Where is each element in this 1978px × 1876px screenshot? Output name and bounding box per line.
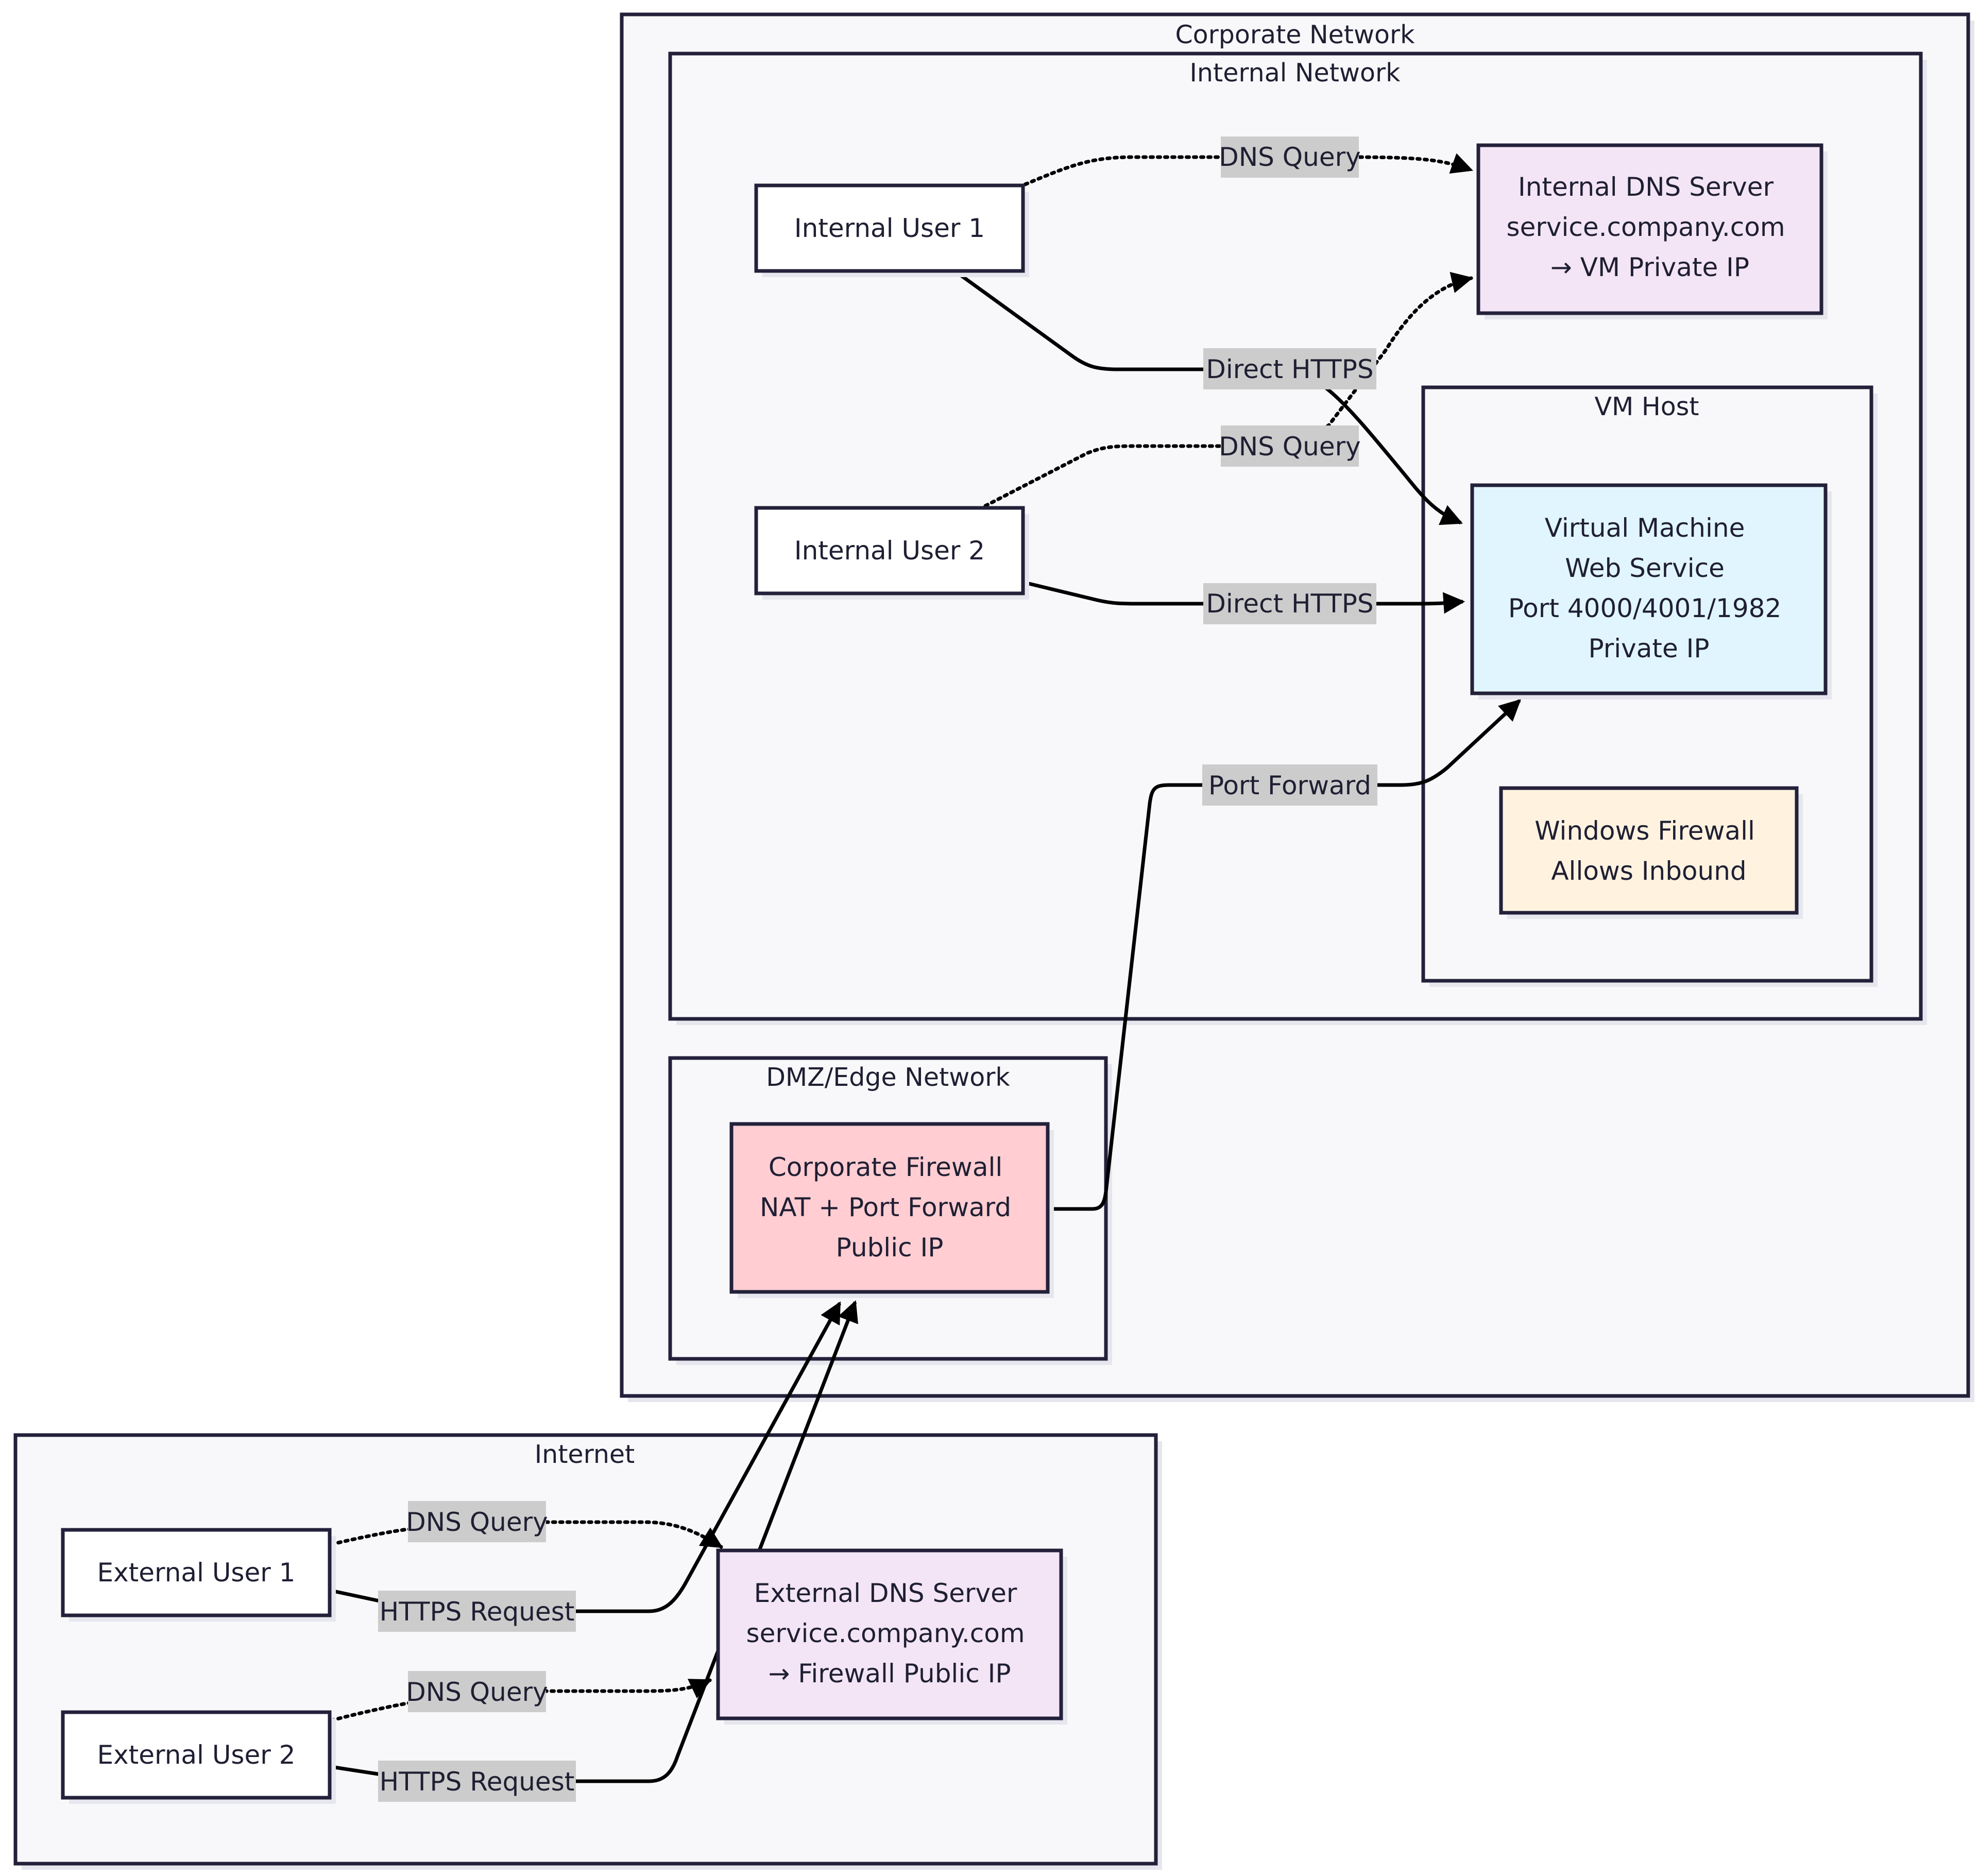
svg-text:External User 1: External User 1 bbox=[97, 1558, 295, 1588]
node-external-user-1[interactable]: External User 1 bbox=[61, 1528, 336, 1622]
edge-internal-user-1-to-internal-dns bbox=[1023, 153, 1473, 186]
node-label-line: External User 1 bbox=[97, 1558, 295, 1588]
svg-text:Virtual Machine Web Serv: Virtual Machine Web Service Port 4000/40… bbox=[1508, 513, 1789, 663]
node-internal-user-2[interactable]: Internal User 2 bbox=[754, 506, 1029, 600]
edge-label-eu1-dns-query: DNS Query bbox=[406, 1501, 548, 1542]
node-label-line: External DNS Server bbox=[754, 1578, 1017, 1608]
node-label-line: Internal User 2 bbox=[794, 536, 985, 566]
node-external-dns-server[interactable]: External DNS Server service.company.com … bbox=[716, 1548, 1067, 1725]
edge-label-iu1-dns-query: DNS Query bbox=[1219, 137, 1361, 178]
svg-text:Windows Firewall Allows: Windows Firewall Allows Inbound bbox=[1534, 816, 1763, 886]
node-label-line: External User 2 bbox=[97, 1740, 295, 1770]
svg-text:Direct HTTPS: Direct HTTPS bbox=[1206, 589, 1373, 619]
cluster-title-corporate-network: Corporate Network bbox=[1175, 20, 1415, 49]
edge-labels: DNS Query Direct HTTPS DNS Query Direct … bbox=[378, 137, 1377, 1802]
svg-text:DNS Query: DNS Query bbox=[406, 1677, 548, 1707]
edge-corporate-firewall-to-virtual-machine bbox=[1048, 699, 1522, 1211]
cluster-title-internal-network: Internal Network bbox=[1189, 58, 1401, 88]
svg-text:External User 2: External User 2 bbox=[97, 1740, 295, 1770]
edge-label-iu2-dns-query: DNS Query bbox=[1219, 425, 1361, 467]
cluster-title-vm-host: VM Host bbox=[1595, 392, 1699, 421]
node-corporate-firewall[interactable]: Corporate Firewall NAT + Port Forward Pu… bbox=[729, 1122, 1054, 1298]
node-windows-firewall[interactable]: Windows Firewall Allows Inbound bbox=[1499, 786, 1803, 919]
node-label-line: Windows Firewall bbox=[1534, 816, 1755, 846]
edge-label-eu1-https-request: HTTPS Request bbox=[378, 1591, 576, 1632]
edge-label-port-forward: Port Forward bbox=[1202, 764, 1377, 806]
edge-internal-user-1-to-virtual-machine bbox=[954, 270, 1463, 525]
svg-text:External DNS Server serv: External DNS Server service.company.com … bbox=[746, 1578, 1033, 1689]
svg-text:Internal User 1: Internal User 1 bbox=[794, 213, 985, 243]
node-label-line: Private IP bbox=[1588, 634, 1709, 663]
node-label-line: Corporate Firewall bbox=[769, 1152, 1002, 1182]
node-label-line: Public IP bbox=[836, 1233, 944, 1263]
edge-label-iu2-direct-https: Direct HTTPS bbox=[1203, 583, 1376, 624]
cluster-title-internet: Internet bbox=[535, 1440, 635, 1469]
node-internal-user-1[interactable]: Internal User 1 bbox=[754, 183, 1029, 277]
node-external-user-2[interactable]: External User 2 bbox=[61, 1710, 336, 1804]
node-virtual-machine[interactable]: Virtual Machine Web Service Port 4000/40… bbox=[1470, 483, 1832, 700]
edge-internal-user-2-to-virtual-machine bbox=[1022, 580, 1465, 614]
node-label-line: Web Service bbox=[1565, 553, 1725, 583]
edge-label-eu2-dns-query: DNS Query bbox=[406, 1671, 548, 1712]
node-label-line: Virtual Machine bbox=[1545, 513, 1745, 543]
svg-text:Internal User 2: Internal User 2 bbox=[794, 536, 985, 566]
svg-text:Internal DNS Server serv: Internal DNS Server service.company.com … bbox=[1507, 172, 1794, 282]
cluster-title-dmz-edge-network: DMZ/Edge Network bbox=[766, 1063, 1010, 1092]
node-label-line: Internal User 1 bbox=[794, 213, 985, 243]
node-label-line: Allows Inbound bbox=[1551, 856, 1746, 886]
svg-text:DNS Query: DNS Query bbox=[1219, 432, 1361, 462]
edge-internal-user-2-to-internal-dns bbox=[983, 271, 1474, 508]
node-label-line: service.company.com bbox=[746, 1618, 1025, 1648]
svg-text:HTTPS Request: HTTPS Request bbox=[380, 1597, 575, 1627]
svg-text:HTTPS Request: HTTPS Request bbox=[380, 1767, 575, 1797]
node-label-line: service.company.com bbox=[1507, 212, 1785, 242]
node-label-line: → VM Private IP bbox=[1550, 252, 1749, 282]
node-label-line: NAT + Port Forward bbox=[760, 1192, 1011, 1222]
node-label-line: → Firewall Public IP bbox=[769, 1659, 1011, 1689]
svg-text:Port Forward: Port Forward bbox=[1208, 771, 1371, 800]
node-label-line: Port 4000/4001/1982 bbox=[1508, 593, 1781, 623]
svg-text:Corporate Firewall NAT +: Corporate Firewall NAT + Port Forward Pu… bbox=[760, 1152, 1019, 1263]
svg-text:DNS Query: DNS Query bbox=[406, 1507, 548, 1537]
node-label-line: Internal DNS Server bbox=[1518, 172, 1774, 202]
svg-text:Direct HTTPS: Direct HTTPS bbox=[1206, 354, 1373, 384]
edge-label-eu2-https-request: HTTPS Request bbox=[378, 1761, 576, 1802]
svg-text:DNS Query: DNS Query bbox=[1219, 142, 1361, 172]
node-internal-dns-server[interactable]: Internal DNS Server service.company.com … bbox=[1476, 143, 1828, 319]
edge-label-iu1-direct-https: Direct HTTPS bbox=[1203, 348, 1376, 389]
